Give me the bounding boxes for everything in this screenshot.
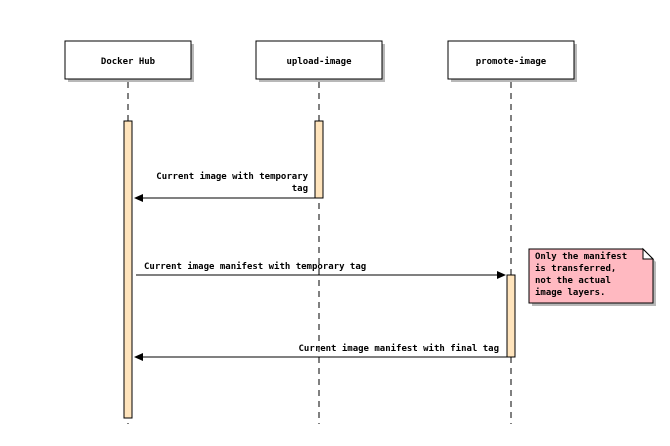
message-label-line: tag: [292, 184, 308, 194]
message-1: Current image with temporary tag: [134, 171, 315, 202]
arrowhead-icon: [134, 194, 143, 202]
arrowhead-icon: [134, 353, 143, 361]
note-text-line: Only the manifest: [535, 251, 627, 262]
note-text-line: image layers.: [535, 287, 605, 298]
actor-label: Docker Hub: [101, 57, 156, 67]
activation-promote-image: [506, 274, 516, 358]
activation-docker-hub: [123, 120, 133, 419]
note-text-line: is transferred,: [535, 263, 616, 274]
note-fold-icon: [642, 247, 655, 260]
note-body: [528, 248, 654, 304]
actor-box: [255, 40, 383, 80]
message-label-line: Current image manifest with final tag: [299, 343, 499, 354]
actor-docker-hub: Docker Hub: [64, 40, 194, 82]
activation-upload-image: [314, 120, 324, 199]
note-promote-image: Only the manifest is transferred, not th…: [528, 247, 656, 306]
arrowhead-icon: [497, 271, 506, 279]
actor-box: [64, 40, 192, 80]
note-text-line: not the actual: [535, 276, 611, 286]
message-label-line: Current image with temporary: [156, 171, 308, 182]
actor-promote-image: promote-image: [447, 40, 577, 82]
message-3: Current image manifest with final tag: [134, 343, 507, 361]
actor-label: promote-image: [476, 56, 547, 67]
actor-label: upload-image: [286, 56, 352, 67]
message-label-line: Current image manifest with temporary ta…: [144, 261, 366, 272]
message-2: Current image manifest with temporary ta…: [136, 261, 506, 279]
actor-upload-image: upload-image: [255, 40, 385, 82]
actor-box: [447, 40, 575, 80]
